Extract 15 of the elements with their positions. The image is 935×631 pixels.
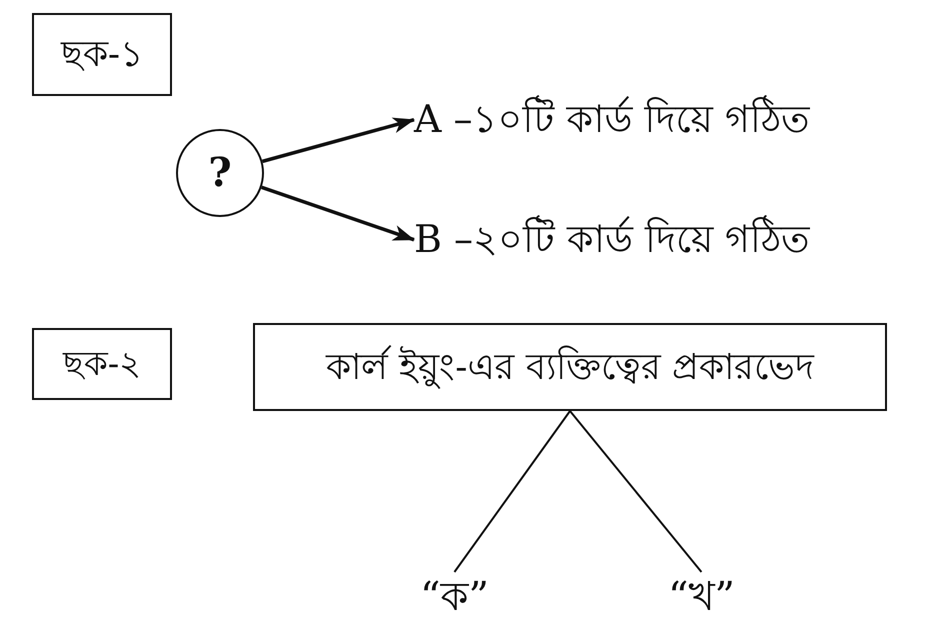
tag-frame [32,328,172,400]
branch-label: “খ” [668,572,735,622]
arrow [262,118,415,164]
arrow [261,186,415,242]
tag-frame [32,13,172,96]
branch-label: “ক” [420,572,489,622]
chart-tag: ছক-১ [60,32,144,77]
connector-line [454,410,571,573]
title-text: কার্ল ইয়ুং-এর ব্যক্তিত্বের প্রকারভেদ [326,344,814,390]
option-text: A –১০টি কার্ড দিয়ে গঠিত [414,96,810,144]
option-text: B –২০টি কার্ড দিয়ে গঠিত [414,216,810,264]
connector-line [569,410,702,573]
question-mark: ? [208,148,232,198]
chart-tag: ছক-২ [62,342,142,386]
title-frame [253,323,887,411]
